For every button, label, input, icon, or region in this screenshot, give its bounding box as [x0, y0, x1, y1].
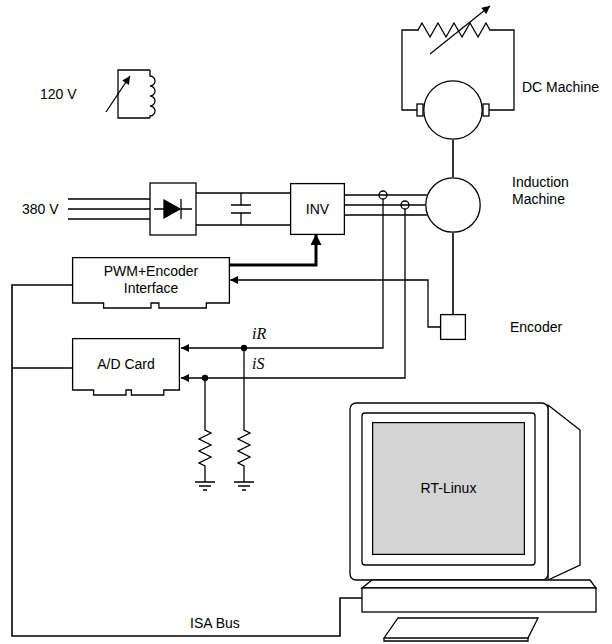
node-text: INV — [306, 201, 329, 218]
diode-bar — [154, 199, 192, 219]
mains-wires — [68, 199, 150, 219]
ad-card: A/D Card — [72, 338, 180, 390]
diode-symbol — [164, 200, 180, 218]
isa-bus — [12, 285, 362, 636]
node-label: Encoder — [510, 319, 600, 336]
ground-symbol — [234, 482, 254, 490]
monitor-side — [548, 405, 580, 580]
bus-name: ISA Bus — [190, 615, 240, 632]
dc-machine: DC Machine — [423, 80, 483, 140]
node-outline — [425, 177, 481, 233]
connector — [452, 233, 454, 314]
machine-circle — [424, 81, 482, 139]
inverter-box: INV — [290, 183, 345, 235]
node-text: A/D Card — [97, 356, 155, 373]
rheostat-arrow — [430, 6, 490, 54]
monitor-frame — [350, 403, 548, 580]
node-outline — [423, 80, 483, 140]
keyboard-edge — [384, 638, 528, 641]
isa-bus — [12, 367, 72, 369]
field-coil — [150, 70, 155, 118]
signal-name: iR — [252, 324, 266, 343]
induction-machine: Induction Machine — [425, 177, 481, 233]
computer-case — [362, 588, 596, 612]
resistor-symbol — [199, 378, 211, 482]
rt-linux-screen: RT-Linux — [372, 422, 525, 555]
resistor-symbol — [238, 348, 250, 482]
connector — [452, 140, 454, 177]
monitor-bezel — [362, 413, 535, 565]
keyboard — [384, 618, 538, 638]
machine-circle — [426, 178, 480, 232]
dc-link — [196, 193, 290, 225]
signal-name: iS — [252, 354, 264, 373]
box-outline — [291, 184, 345, 235]
brush — [483, 104, 489, 116]
voltage-label: 380 V — [22, 201, 59, 218]
computer-case-top — [362, 580, 596, 588]
connector — [230, 280, 440, 327]
node-label: Induction Machine — [512, 174, 607, 208]
node-text: RT-Linux — [421, 480, 477, 497]
field-wire — [118, 70, 150, 118]
ground-symbol — [195, 482, 215, 490]
pwm-interface-card: PWM+Encoder Interface — [72, 257, 230, 303]
box-outline — [441, 315, 466, 340]
screen-area — [373, 423, 525, 555]
node-outline — [440, 314, 466, 340]
card-outline — [73, 258, 230, 308]
card-outline — [73, 339, 180, 395]
capacitor-symbol — [231, 193, 251, 225]
brush — [417, 104, 423, 116]
variable-arrow — [106, 76, 130, 112]
encoder-box: Encoder — [440, 314, 466, 340]
connector — [345, 195, 427, 215]
node-label: DC Machine — [522, 79, 612, 96]
connector — [230, 235, 316, 265]
voltage-label: 120 V — [40, 86, 77, 103]
rectifier-box — [150, 183, 196, 235]
node-text: PWM+Encoder Interface — [78, 263, 224, 297]
drawing-g — [12, 6, 596, 641]
